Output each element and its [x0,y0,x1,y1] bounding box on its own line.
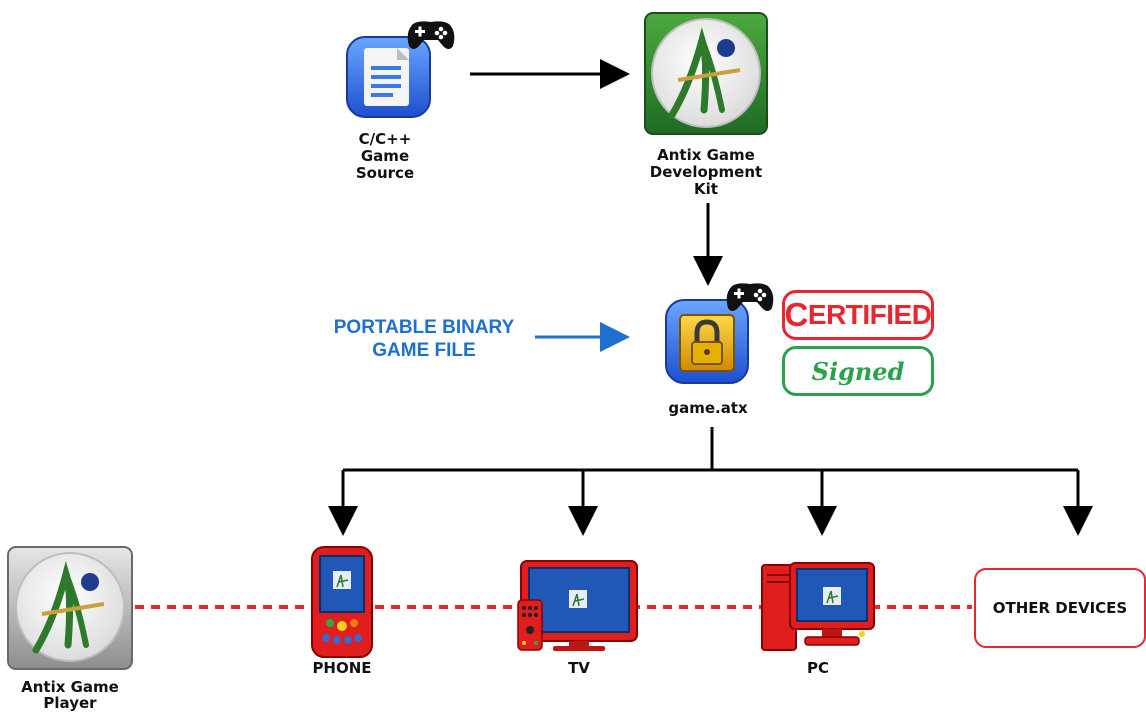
pc-icon [761,562,875,651]
signed-badge: Signed [782,346,934,396]
other-devices-box: OTHER DEVICES [974,568,1146,648]
pc-label: PC [806,659,829,677]
portable-binary-label: PORTABLE BINARY GAME FILE [333,317,515,361]
player-label: Antix Game Player [21,678,119,712]
other-devices-label: OTHER DEVICES [992,599,1128,617]
lock-icon [665,299,749,384]
gamepad-icon [407,21,455,49]
tv-icon [517,560,638,651]
antix-logo-icon [644,12,768,135]
phone-icon [311,546,373,658]
gamepad-icon [726,283,774,311]
distribution-tree [328,427,1093,536]
certified-rest: ERTIFIED [807,299,932,330]
tv-label: TV [568,659,590,677]
phone-label: PHONE [312,659,372,677]
sdk-label: Antix Game Development Kit [649,146,763,198]
antix-player-icon [7,546,133,670]
certified-initial: C [784,296,809,333]
document-icon [346,36,431,118]
atx-label: game.atx [668,399,748,417]
source-label: C/C++ Game Source [355,130,415,182]
